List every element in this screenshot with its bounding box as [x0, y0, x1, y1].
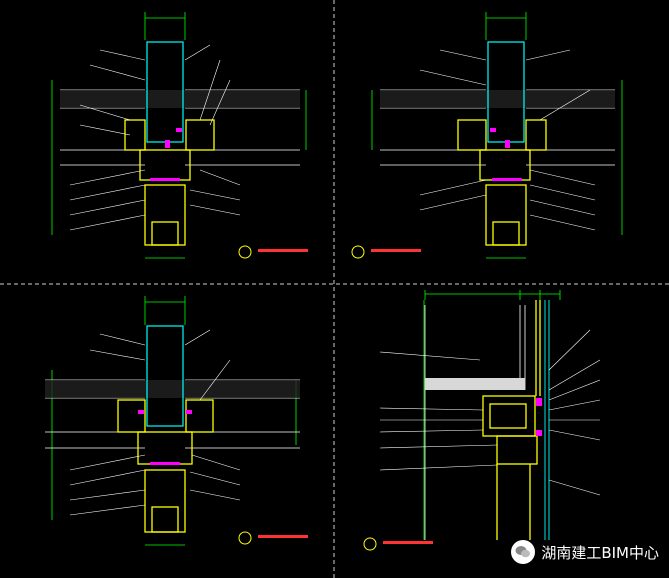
detail-2-slab-fill — [380, 90, 615, 108]
detail-3-title-bar — [258, 535, 308, 538]
detail-4-glazing-lines — [544, 300, 550, 540]
detail-3 — [45, 296, 308, 546]
detail-1 — [51, 12, 308, 259]
detail-1-leaders — [69, 44, 241, 231]
detail-2-gaskets — [490, 128, 522, 181]
detail-1-dimensions — [51, 12, 307, 259]
detail-3-mullion — [117, 399, 214, 533]
detail-1-title-mark — [238, 245, 252, 259]
detail-1-title-bar — [258, 249, 308, 252]
detail-4-title-mark — [363, 537, 377, 551]
detail-4-floor-slab — [425, 378, 525, 390]
watermark-text: 湖南建工BIM中心 — [541, 543, 659, 562]
detail-2-leaders — [419, 49, 596, 231]
detail-1-gaskets — [150, 128, 182, 181]
detail-2-title-bar — [371, 249, 421, 252]
detail-2 — [351, 12, 623, 259]
detail-2-title-mark — [351, 245, 365, 259]
wechat-icon — [511, 540, 536, 564]
detail-4-leaders — [379, 329, 601, 496]
detail-3-leaders — [69, 329, 241, 516]
detail-2-mullion — [457, 119, 547, 246]
detail-3-title-mark — [238, 531, 252, 545]
detail-1-mullion — [124, 119, 215, 246]
detail-3-gaskets — [138, 410, 192, 465]
detail-1-slab-fill — [60, 90, 300, 108]
detail-4 — [363, 290, 601, 551]
detail-4-gaskets — [536, 398, 542, 436]
detail-2-dimensions — [371, 12, 623, 259]
watermark: 湖南建工BIM中心 — [511, 540, 659, 564]
detail-4-column — [424, 305, 526, 540]
detail-3-slab-fill — [45, 380, 300, 398]
detail-4-transom — [482, 300, 541, 540]
detail-4-title-bar — [383, 541, 433, 544]
detail-3-glass-panel — [146, 325, 184, 427]
